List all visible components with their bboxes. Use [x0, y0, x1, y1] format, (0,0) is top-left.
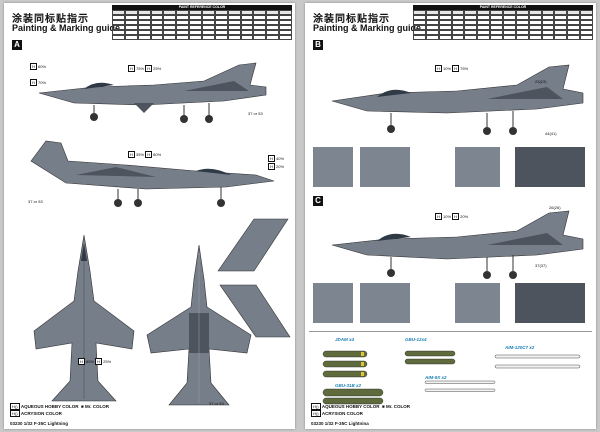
view-label-b: B — [313, 40, 323, 50]
callout-label: H 60% H 25% — [78, 358, 112, 365]
page-footer: 03230 1/32 F-35C Lightnina — [311, 421, 369, 426]
jet-side-view-c — [331, 210, 584, 279]
weapon-label: AIM-120C7 x2 — [505, 345, 535, 350]
detail-panel — [515, 147, 585, 187]
callout-label: H 60% — [30, 63, 47, 70]
jet-side-view-top — [38, 62, 267, 123]
jet-bottom-view — [146, 244, 252, 406]
callout-label: H 10% H 20% — [435, 213, 469, 220]
callout-label: H 40% — [268, 155, 285, 162]
callout-label: 37 or 53 — [209, 401, 224, 406]
callout-label: H 70% — [30, 79, 47, 86]
detail-panel — [455, 283, 500, 323]
instruction-page-left: 涂装同标贴指示 Painting & Marking guide PAINT R… — [4, 3, 295, 429]
page-title-english: Painting & Marking guide — [12, 23, 121, 33]
color-legend: H() AQUEOUS HOBBY COLOR ■ Mr. COLOR H() … — [311, 403, 410, 417]
view-label-a: A — [12, 40, 22, 50]
detail-panel — [313, 283, 353, 323]
callout-label: 37(37) — [535, 263, 547, 268]
weapon-label: JDAM x4 — [335, 337, 355, 342]
callout-label: H 75% H 25% — [128, 65, 162, 72]
callout-label: 44(41) — [545, 131, 557, 136]
detail-panel — [515, 283, 585, 323]
callout-label: 23(23) — [535, 79, 547, 84]
page-footer: 03230 1/32 F-35C Lightning — [10, 421, 69, 426]
detail-panel — [360, 283, 410, 323]
jet-side-view-b — [331, 64, 584, 135]
callout-label: H 35% H 80% — [128, 151, 162, 158]
callout-label: H 20% — [268, 163, 285, 170]
page-title-chinese: 涂装同标贴指示 — [12, 14, 89, 25]
paint-reference-header: PAINT REFERENCE COLOR — [413, 5, 593, 10]
weapon-label: AIM-9X x2 — [425, 375, 447, 380]
paint-reference-table — [413, 10, 593, 46]
paint-reference-header: PAINT REFERENCE COLOR — [112, 5, 292, 10]
callout-label: 37 or 53 — [28, 199, 43, 204]
callout-label: 26(26) — [549, 205, 561, 210]
color-legend: H() AQUEOUS HOBBY COLOR ■ Mr. COLOR H() … — [10, 403, 109, 417]
weapon-label: GBU-31B x2 — [335, 383, 362, 388]
page-title-chinese: 涂装同标贴指示 — [313, 14, 390, 25]
jet-top-view — [33, 234, 135, 402]
paint-reference-table — [112, 10, 292, 46]
detail-panel — [360, 147, 410, 187]
weapons-drawing — [322, 350, 581, 405]
wing-panel-lower — [219, 284, 291, 338]
view-label-c: C — [313, 196, 323, 206]
page-title-english: Painting & Marking guide — [313, 23, 422, 33]
callout-label: 37 or 53 — [248, 111, 263, 116]
weapon-label: GBU-12x4 — [405, 337, 427, 342]
instruction-page-right: 涂装同标贴指示 Painting & Marking guide PAINT R… — [305, 3, 596, 429]
detail-panel — [313, 147, 353, 187]
wing-panel-upper — [217, 218, 289, 272]
weapons-section — [309, 331, 592, 410]
detail-panel — [455, 147, 500, 187]
jet-side-view-bottom — [30, 140, 275, 207]
callout-label: H 10% H 75% — [435, 65, 469, 72]
